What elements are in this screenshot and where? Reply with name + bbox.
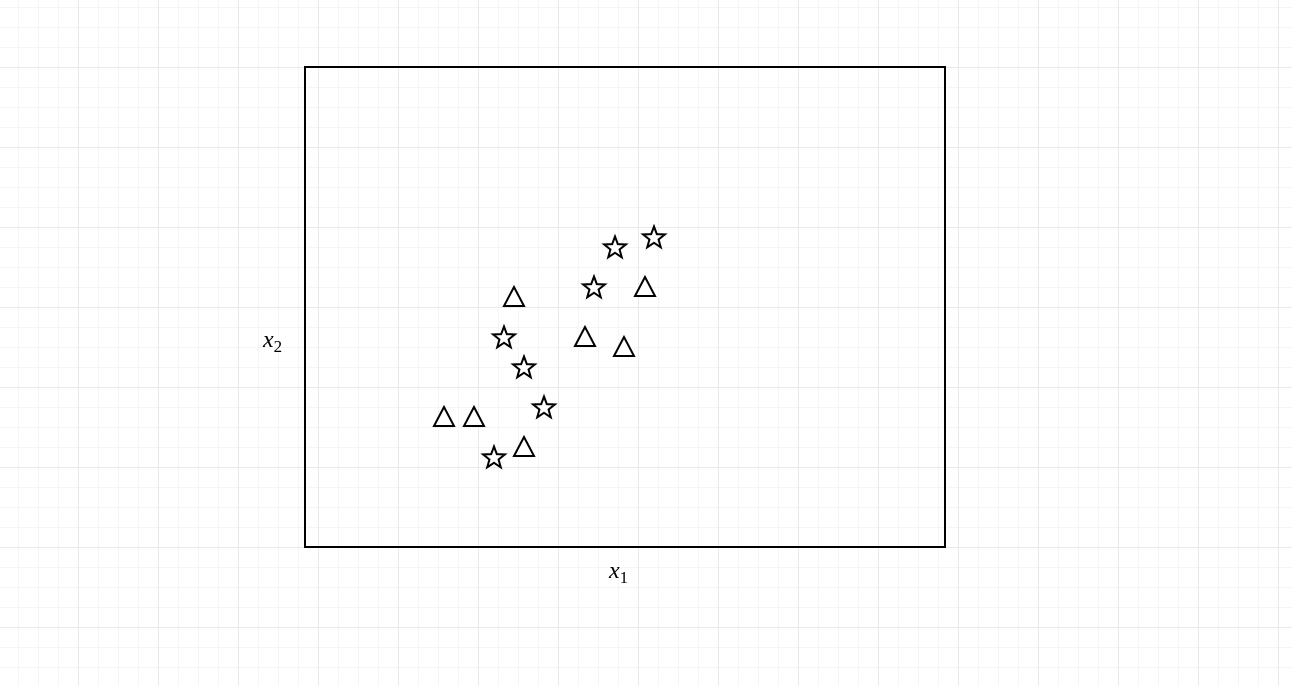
x-axis-label: x1 xyxy=(608,558,628,587)
star-icon xyxy=(601,233,629,260)
triangle-icon xyxy=(633,274,657,297)
triangle-icon xyxy=(502,284,526,307)
data-markers xyxy=(432,223,668,470)
y-axis-label-subscript: 2 xyxy=(274,337,283,356)
y-axis-label: x2 xyxy=(262,327,282,356)
y-axis-label-base: x xyxy=(262,327,274,353)
star-icon xyxy=(640,223,668,250)
star-icon xyxy=(530,393,558,420)
triangle-icon xyxy=(462,404,486,427)
x-axis-label-subscript: 1 xyxy=(620,568,629,587)
triangle-icon xyxy=(432,404,456,427)
plot-frame xyxy=(304,66,946,548)
star-icon xyxy=(490,323,518,350)
star-icon xyxy=(510,353,538,380)
x-axis-label-base: x xyxy=(608,558,620,584)
triangle-icon xyxy=(612,334,636,357)
star-icon xyxy=(480,443,508,470)
triangle-icon xyxy=(573,324,597,347)
star-icon xyxy=(580,273,608,300)
triangle-icon xyxy=(512,434,536,457)
